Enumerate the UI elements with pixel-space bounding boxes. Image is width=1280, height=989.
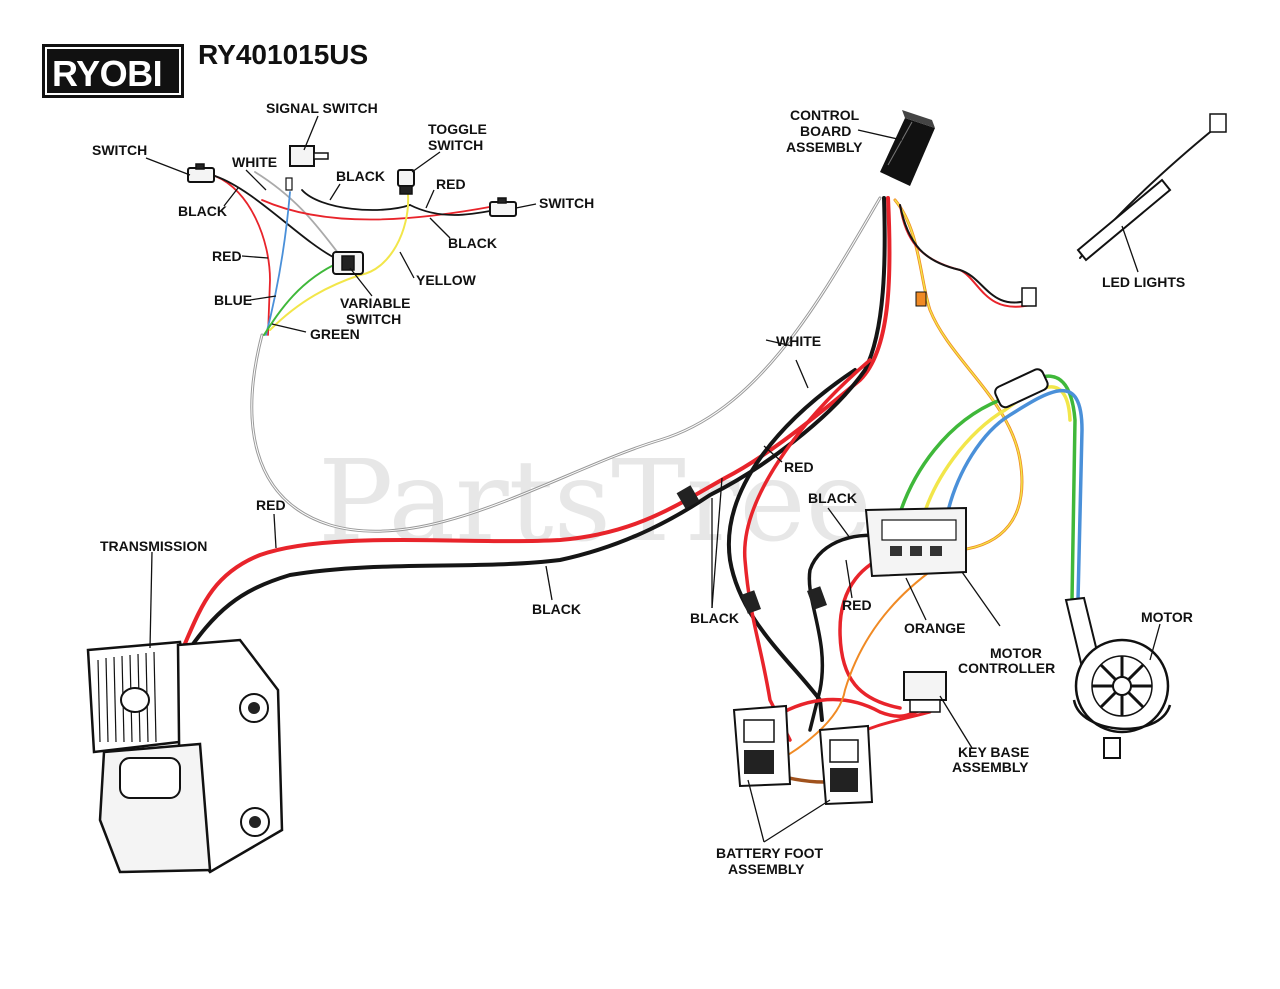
wire-green	[263, 261, 341, 336]
label-battery-foot-1: BATTERY FOOT	[716, 845, 824, 861]
variable-switch	[332, 251, 364, 275]
label-motor-controller-2: CONTROLLER	[958, 660, 1055, 676]
connector-orange	[915, 291, 927, 307]
wire-blue	[265, 191, 291, 336]
connector-battery-2	[807, 586, 827, 610]
motor	[1064, 596, 1172, 759]
label-motor-controller-1: MOTOR	[990, 645, 1042, 661]
wire-red-lower-left	[743, 358, 872, 742]
label-switch-right: SWITCH	[539, 195, 594, 211]
label-control-board-1: CONTROL	[790, 107, 860, 123]
label-black-transmission: BLACK	[532, 601, 581, 617]
label-black-lower: BLACK	[690, 610, 739, 626]
wire-black-controller	[807, 533, 892, 732]
label-transmission: TRANSMISSION	[100, 538, 207, 554]
led-light-bar	[1021, 113, 1227, 307]
motor-controller	[864, 506, 967, 578]
watermark: PartsTree	[318, 437, 872, 567]
ryobi-logo: RYOBI	[42, 44, 184, 98]
label-orange: ORANGE	[904, 620, 965, 636]
label-black-mid: BLACK	[808, 490, 857, 506]
label-key-base-1: KEY BASE	[958, 744, 1029, 760]
wire-blue-motor	[943, 388, 1084, 602]
motor-connector	[994, 368, 1049, 409]
wire-black-lower-left	[726, 368, 857, 722]
switch-left	[187, 163, 215, 183]
key-base-assembly	[903, 671, 947, 713]
wire-black-right	[409, 204, 496, 216]
brand-name: RYOBI	[52, 53, 162, 94]
wire-black-transmission	[180, 196, 887, 662]
wire-orange-motor	[893, 198, 1024, 552]
wire-red-battery	[768, 697, 922, 722]
connector-harness	[676, 485, 700, 509]
label-variable-switch-2: SWITCH	[346, 311, 401, 327]
battery-foot-right	[818, 724, 874, 806]
label-switch-left: SWITCH	[92, 142, 147, 158]
model-number: RY401015US	[198, 39, 368, 70]
control-board-assembly	[880, 110, 935, 186]
label-red-lower: RED	[842, 597, 872, 613]
label-battery-foot-2: ASSEMBLY	[728, 861, 805, 877]
wire-black-top	[301, 189, 411, 211]
wire-red-transmission	[178, 196, 892, 657]
connector-battery-1	[741, 590, 761, 614]
label-motor: MOTOR	[1141, 609, 1193, 625]
label-toggle-switch-1: TOGGLE	[428, 121, 487, 137]
battery-foot-left	[732, 704, 792, 788]
toggle-switch	[397, 169, 415, 195]
label-blue: BLUE	[214, 292, 252, 308]
label-yellow: YELLOW	[416, 272, 477, 288]
signal-switch	[285, 145, 329, 191]
label-red-left: RED	[212, 248, 242, 264]
label-white-mid: WHITE	[776, 333, 821, 349]
label-green: GREEN	[310, 326, 360, 342]
label-control-board-3: ASSEMBLY	[786, 139, 863, 155]
label-toggle-switch-2: SWITCH	[428, 137, 483, 153]
label-red-mid: RED	[784, 459, 814, 475]
wire-black-switch-left	[214, 175, 336, 259]
switch-right	[489, 197, 517, 217]
label-white-top: WHITE	[232, 154, 277, 170]
label-black-top: BLACK	[336, 168, 385, 184]
label-signal-switch: SIGNAL SWITCH	[266, 100, 378, 116]
transmission	[86, 638, 284, 874]
label-variable-switch-1: VARIABLE	[340, 295, 411, 311]
label-control-board-2: BOARD	[800, 123, 851, 139]
leader-lines	[145, 115, 1161, 843]
labels: SIGNAL SWITCH SWITCH WHITE TOGGLE SWITCH…	[92, 100, 1193, 877]
wire-white-upper	[254, 171, 343, 259]
label-key-base-2: ASSEMBLY	[952, 759, 1029, 775]
label-black-left: BLACK	[178, 203, 227, 219]
label-red-transmission: RED	[256, 497, 286, 513]
wires	[178, 127, 1216, 784]
label-red-top: RED	[436, 176, 466, 192]
label-black-right-top: BLACK	[448, 235, 497, 251]
wire-orange-battery	[769, 567, 936, 766]
label-led-lights: LED LIGHTS	[1102, 274, 1185, 290]
wire-red-switch	[214, 175, 271, 336]
